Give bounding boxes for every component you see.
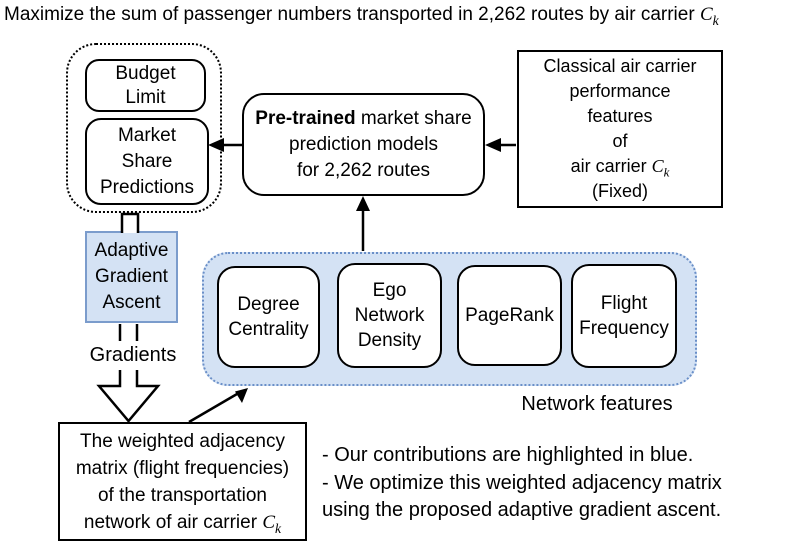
market-share-predictions-box: Market Share Predictions: [85, 118, 209, 205]
gradients-label: Gradients: [89, 344, 177, 366]
contribution-notes: - Our contributions are highlighted in b…: [322, 444, 722, 521]
arrow-matrix-to-network: [188, 388, 248, 424]
adaptive-gradient-ascent-box: Adaptive Gradient Ascent: [85, 231, 178, 323]
network-features-caption: Network features: [521, 393, 673, 415]
pagerank-box: PageRank: [457, 265, 562, 366]
pretrained-rest: prediction models for 2,262 routes: [289, 133, 438, 181]
classical-carrier-line: air carrier Ck: [570, 156, 670, 180]
arrow-network-to-pretrained: [356, 196, 370, 251]
arrow-classical-to-pretrained: [485, 138, 516, 152]
budget-limit-box: Budget Limit: [85, 59, 206, 112]
hollow-gradients-arrow: [96, 370, 161, 423]
diagram-title: Maximize the sum of passenger numbers tr…: [4, 3, 784, 28]
classical-fixed-label: (Fixed): [591, 181, 648, 201]
pretrained-line-1: Pre-trained market share: [255, 106, 471, 132]
weighted-math-symbol: Ck: [262, 511, 282, 536]
pretrained-after-bold: market share: [355, 107, 472, 129]
weighted-top-lines: The weighted adjacency matrix (flight fr…: [75, 430, 290, 506]
weighted-carrier-line: network of air carrier Ck: [83, 511, 282, 536]
classical-top-lines: Classical air carrier performance featur…: [543, 56, 697, 151]
classical-math-symbol: Ck: [651, 156, 670, 180]
title-text: Maximize the sum of passenger numbers tr…: [4, 4, 700, 25]
classical-features-box: Classical air carrier performance featur…: [517, 50, 723, 208]
degree-centrality-box: Degree Centrality: [217, 266, 320, 368]
title-math-symbol: Ck: [699, 4, 719, 28]
pretrained-models-box: Pre-trained market share prediction mode…: [242, 93, 485, 196]
pretrained-bold-text: Pre-trained: [255, 107, 356, 129]
connector-adaptive-to-gradients: [118, 324, 139, 341]
weighted-adjacency-matrix-box: The weighted adjacency matrix (flight fr…: [58, 422, 307, 541]
ego-network-density-box: Ego Network Density: [337, 263, 442, 368]
flight-frequency-box: Flight Frequency: [571, 264, 677, 368]
